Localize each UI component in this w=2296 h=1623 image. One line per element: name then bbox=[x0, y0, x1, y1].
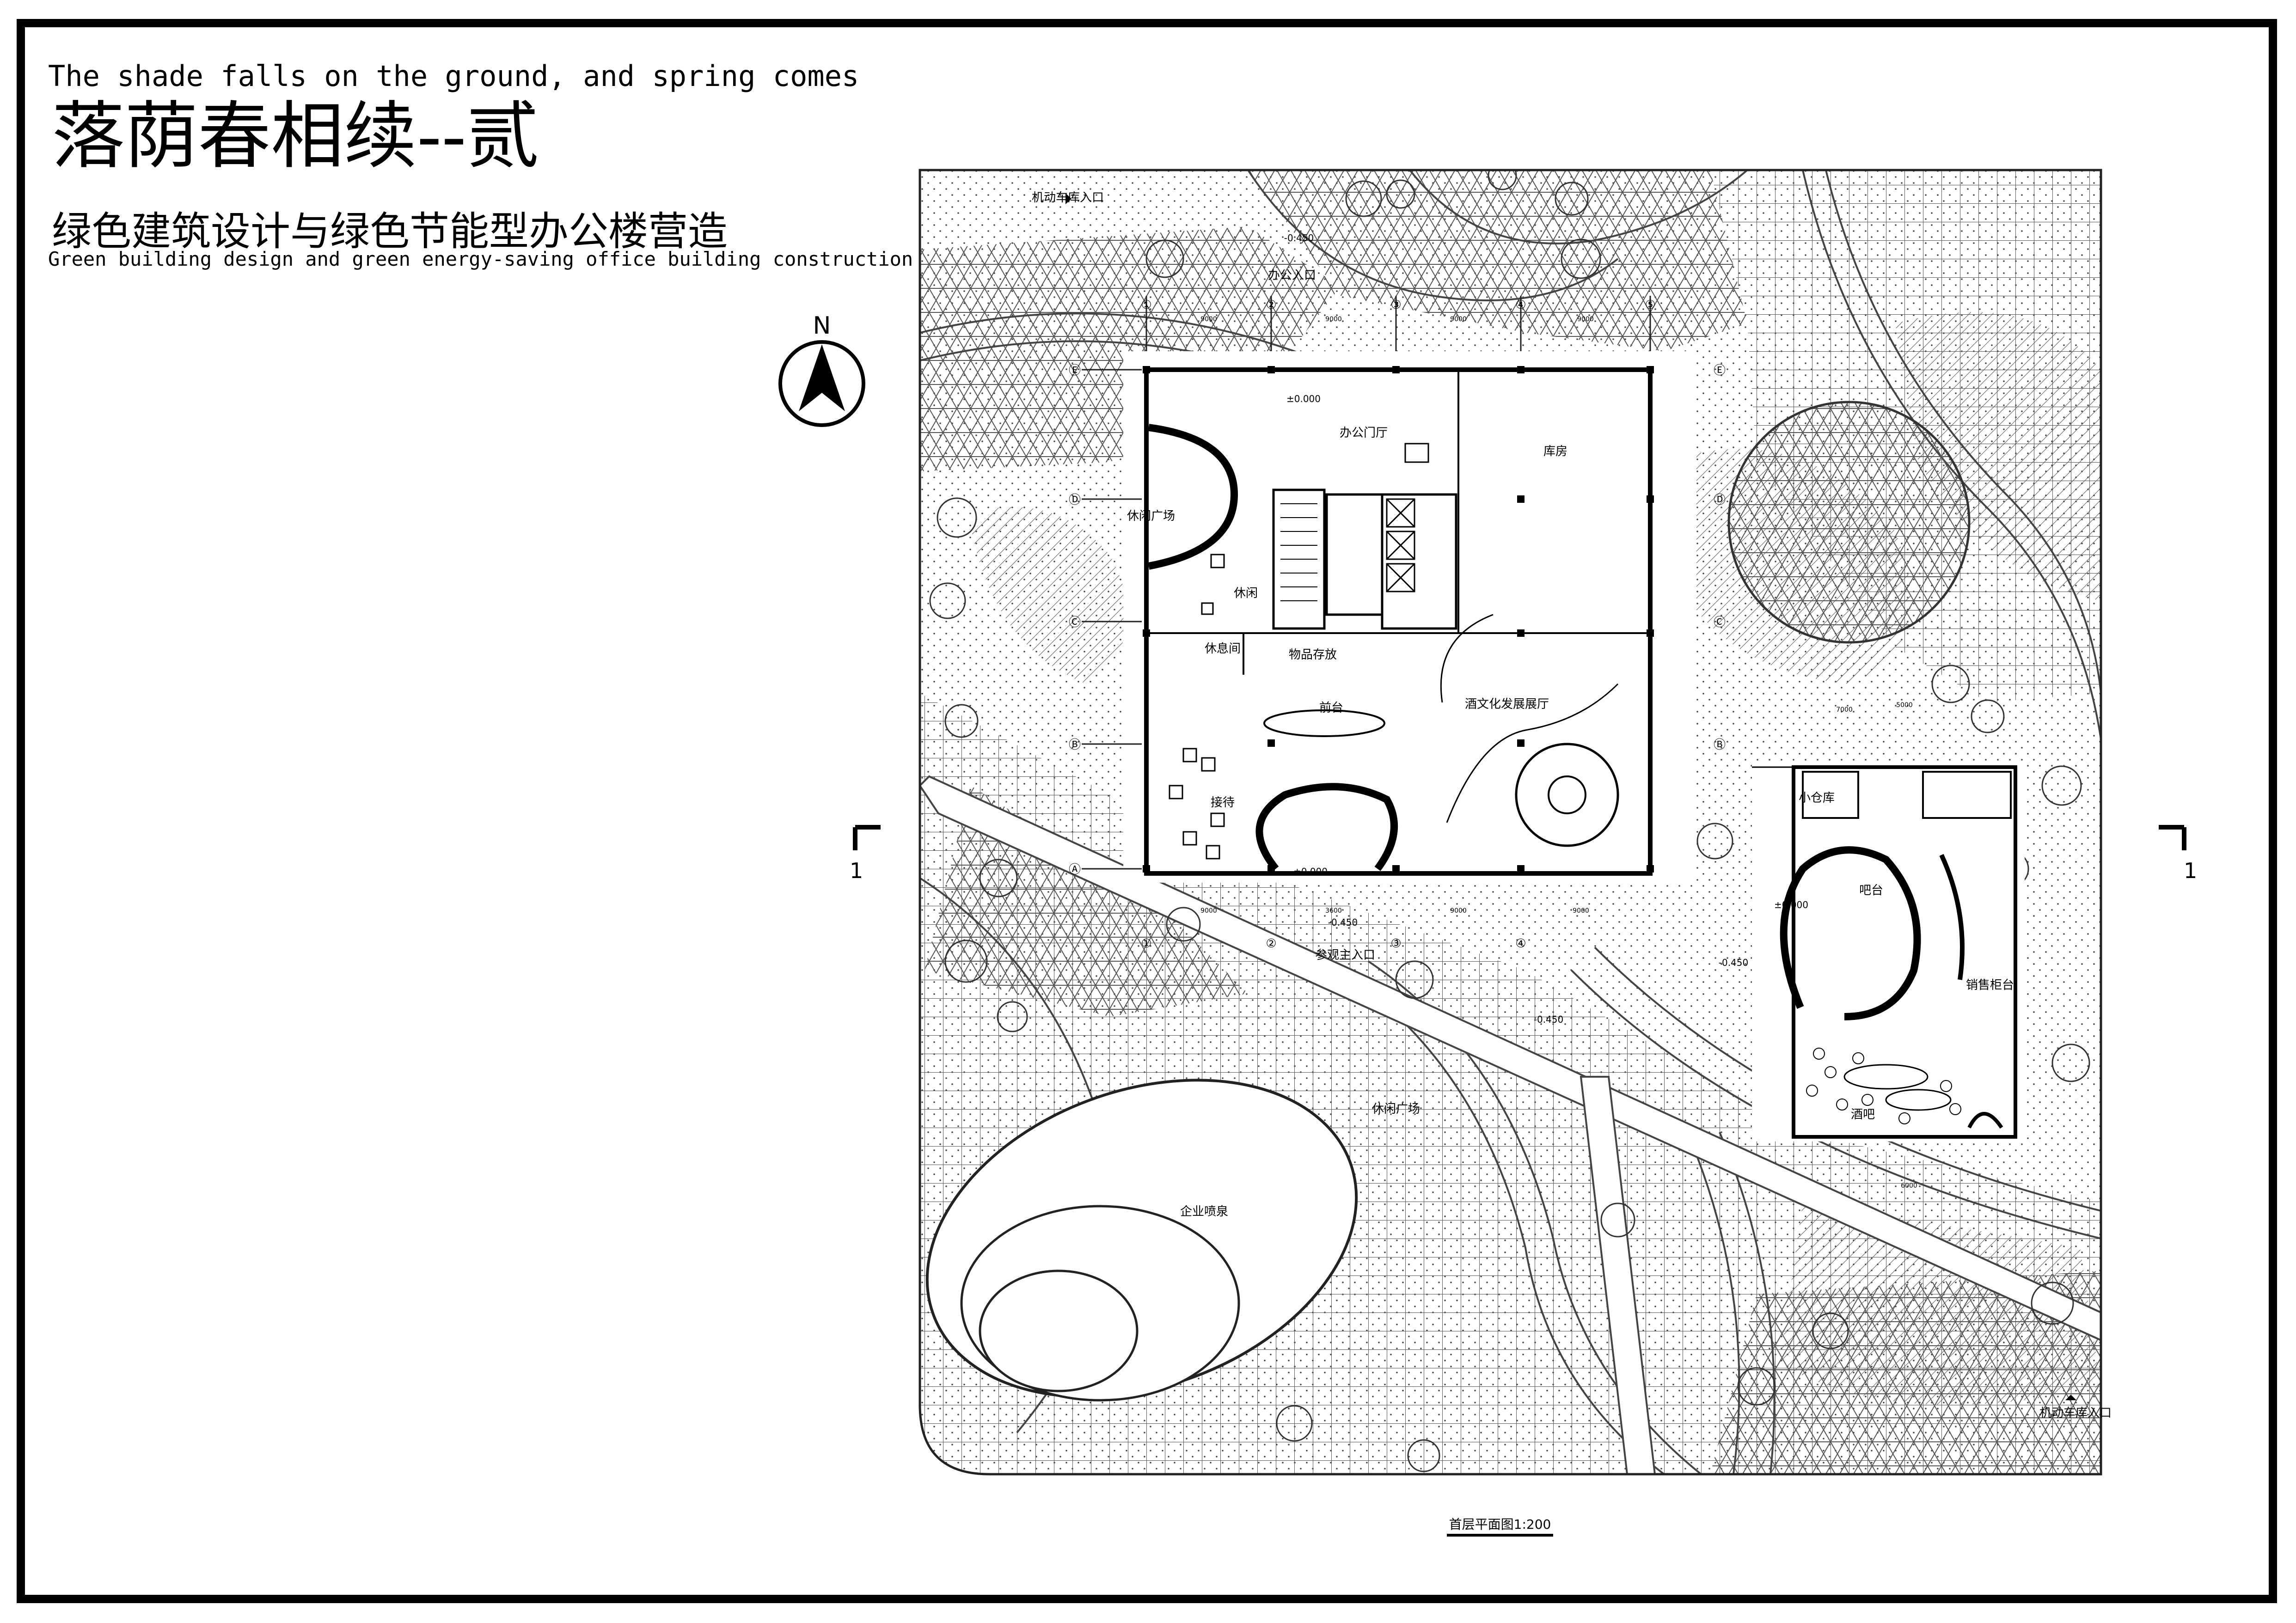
leisure-square-label: 休闲广场 bbox=[1372, 1102, 1420, 1116]
axis-B-label-right: Ⓑ bbox=[1714, 738, 1726, 752]
rest-label: 休闲 bbox=[1234, 586, 1258, 600]
plan-labels: 机动车库入口 办公入口 -0.450 办公门厅 库房 ±0.000 休闲广场 休… bbox=[1032, 191, 2112, 1420]
level-label: ±0.000 bbox=[1774, 899, 1808, 910]
dimension-labels: 9000 9000 9000 9000 9000 3600 9000 9000 … bbox=[1200, 316, 1917, 1190]
section-mark-left: 1 bbox=[850, 825, 881, 883]
drawing-caption: 首层平面图1:200 bbox=[1447, 1517, 1553, 1537]
axis-E-label-right: Ⓔ bbox=[1714, 364, 1726, 378]
axis-3-label-bottom: ③ bbox=[1390, 937, 1401, 951]
axis-4-label-bottom: ④ bbox=[1515, 937, 1526, 951]
axis-grid bbox=[1082, 296, 1651, 870]
section-mark-label: 1 bbox=[2184, 858, 2197, 883]
dim-label: 5000 bbox=[1896, 702, 1913, 709]
level-label: -0.450 bbox=[1534, 1014, 1563, 1025]
dim-label: 3600 bbox=[1325, 907, 1342, 915]
section-mark-right: 1 bbox=[2159, 825, 2197, 883]
level-label: -0.450 bbox=[1284, 232, 1314, 244]
axis-A-label: Ⓐ bbox=[1069, 863, 1081, 877]
section-mark-label: 1 bbox=[850, 858, 863, 883]
bar-label: 酒吧 bbox=[1851, 1108, 1875, 1122]
axis-2-label-bottom: ② bbox=[1266, 937, 1276, 951]
axis-C-label: Ⓒ bbox=[1069, 616, 1081, 629]
dim-label: 9000 bbox=[1200, 316, 1217, 323]
axis-3-label: ③ bbox=[1390, 298, 1401, 312]
storage-label: 库房 bbox=[1543, 445, 1567, 458]
rest-room-label: 休息间 bbox=[1205, 642, 1241, 656]
dim-label: 7000 bbox=[1836, 706, 1853, 714]
dim-label: 9000 bbox=[1577, 316, 1594, 323]
site-boundary bbox=[918, 169, 2102, 1476]
axis-C-label-right: Ⓒ bbox=[1714, 616, 1726, 629]
dim-label: 9000 bbox=[1450, 907, 1467, 915]
axis-4-label: ④ bbox=[1515, 298, 1526, 312]
axis-E-label: Ⓔ bbox=[1069, 364, 1081, 378]
axis-2-label: ② bbox=[1266, 298, 1276, 312]
visitor-entry-label: 参观主入口 bbox=[1315, 948, 1375, 962]
dim-label: 9000 bbox=[1450, 316, 1467, 323]
axis-B-label: Ⓑ bbox=[1069, 738, 1081, 752]
corporate-fountain-label: 企业喷泉 bbox=[1180, 1205, 1228, 1219]
axis-1-label: ① bbox=[1141, 298, 1151, 312]
sales-counter-label: 销售柜台 bbox=[1966, 978, 2014, 992]
item-storage-label: 物品存放 bbox=[1289, 648, 1337, 662]
site-landscape bbox=[920, 170, 2101, 1474]
small-warehouse-label: 小仓库 bbox=[1799, 791, 1835, 805]
subtitle-chinese: 绿色建筑设计与绿色节能型办公楼营造 bbox=[52, 208, 728, 255]
level-label: ±0.000 bbox=[1293, 866, 1328, 877]
axis-5-label: ⑤ bbox=[1645, 298, 1655, 312]
office-entry-label: 办公入口 bbox=[1268, 268, 1316, 282]
dim-label: 9000 bbox=[1325, 316, 1342, 323]
subtitle-english: Green building design and green energy-s… bbox=[48, 248, 913, 270]
reception-label: 接待 bbox=[1211, 796, 1235, 810]
drawing-caption-label: 首层平面图1:200 bbox=[1449, 1517, 1551, 1532]
bar-counter-label: 吧台 bbox=[1859, 884, 1883, 897]
axis-D-label-right: Ⓓ bbox=[1714, 493, 1726, 507]
axis-D-label: Ⓓ bbox=[1069, 493, 1081, 507]
front-desk-label: 前台 bbox=[1319, 701, 1343, 715]
title-chinese: 落荫春相续--贰 bbox=[52, 94, 539, 179]
axis-labels-left: Ⓔ Ⓓ Ⓒ Ⓑ Ⓐ Ⓔ Ⓓ Ⓒ Ⓑ bbox=[1069, 364, 1726, 877]
north-label: N bbox=[813, 312, 831, 340]
office-lobby-label: 办公门厅 bbox=[1340, 426, 1388, 440]
dim-label: 9000 bbox=[1200, 907, 1217, 915]
dim-label: 6000 bbox=[1901, 1182, 1917, 1190]
title-english: The shade falls on the ground, and sprin… bbox=[48, 59, 859, 93]
axis-1-label-bottom: ① bbox=[1141, 937, 1151, 951]
bar-building bbox=[1752, 763, 2025, 1141]
level-label: -0.450 bbox=[1719, 957, 1748, 968]
north-arrow: N bbox=[778, 312, 865, 427]
leisure-plaza-label: 休闲广场 bbox=[1127, 509, 1175, 523]
exhibition-hall-label: 酒文化发展展厅 bbox=[1465, 697, 1549, 711]
axis-labels-top: ① ② ③ ④ ⑤ ① ② ③ ④ bbox=[1141, 298, 1655, 951]
level-label: ±0.000 bbox=[1286, 393, 1321, 404]
sheet-border bbox=[17, 19, 2277, 1603]
level-label: -0.450 bbox=[1328, 917, 1358, 928]
garage-entry-bottom-label: 机动车库入口 bbox=[2039, 1406, 2112, 1420]
dim-label: 9000 bbox=[1573, 907, 1589, 915]
main-building bbox=[1123, 351, 1696, 883]
